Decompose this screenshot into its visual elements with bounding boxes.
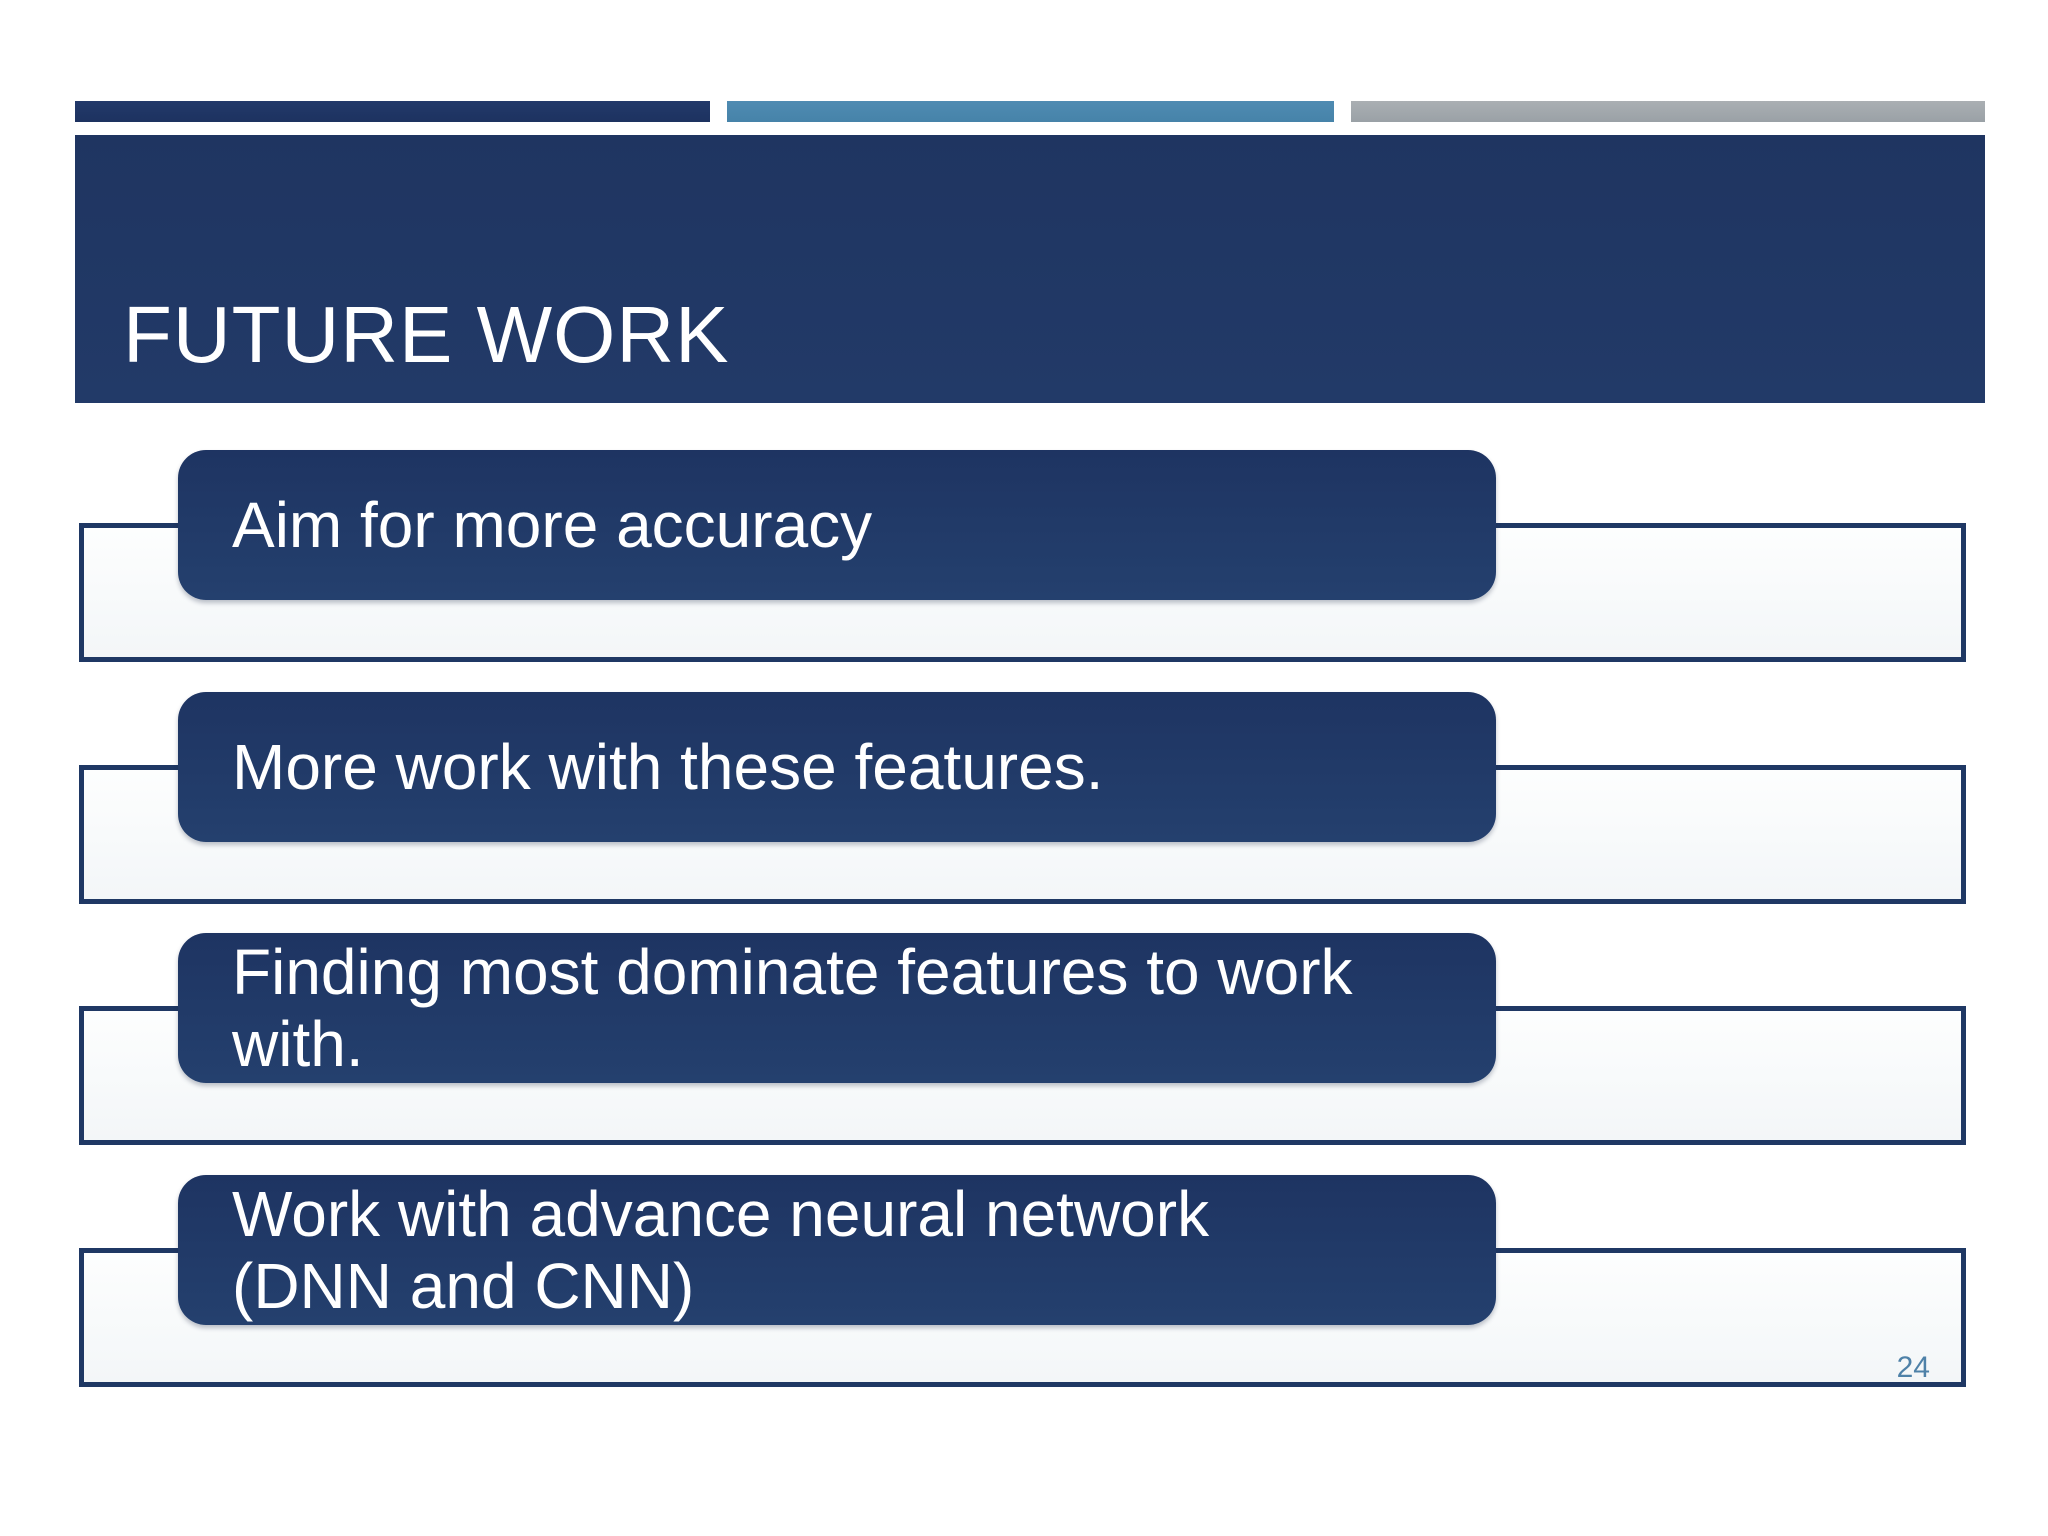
callout-box-2: More work with these features.: [178, 692, 1496, 842]
callout-text-line: Aim for more accuracy: [232, 489, 873, 561]
accent-bar-gray: [1351, 101, 1985, 122]
callout-text-line: with.: [232, 1008, 364, 1080]
title-banner: FUTURE WORK: [75, 135, 1985, 403]
callout-text-line: More work with these features.: [232, 731, 1104, 803]
accent-bar-steel-blue: [727, 101, 1334, 122]
callout-text-line: Work with advance neural network: [232, 1178, 1210, 1250]
callout-text-line: Finding most dominate features to work: [232, 936, 1353, 1008]
callout-box-3: Finding most dominate features to work w…: [178, 933, 1496, 1083]
slide-title: FUTURE WORK: [123, 290, 730, 379]
callout-text-line: (DNN and CNN): [232, 1250, 695, 1322]
callout-box-1: Aim for more accuracy: [178, 450, 1496, 600]
callout-box-4: Work with advance neural network (DNN an…: [178, 1175, 1496, 1325]
page-number: 24: [1896, 1351, 1930, 1384]
accent-bar-navy: [75, 101, 710, 122]
